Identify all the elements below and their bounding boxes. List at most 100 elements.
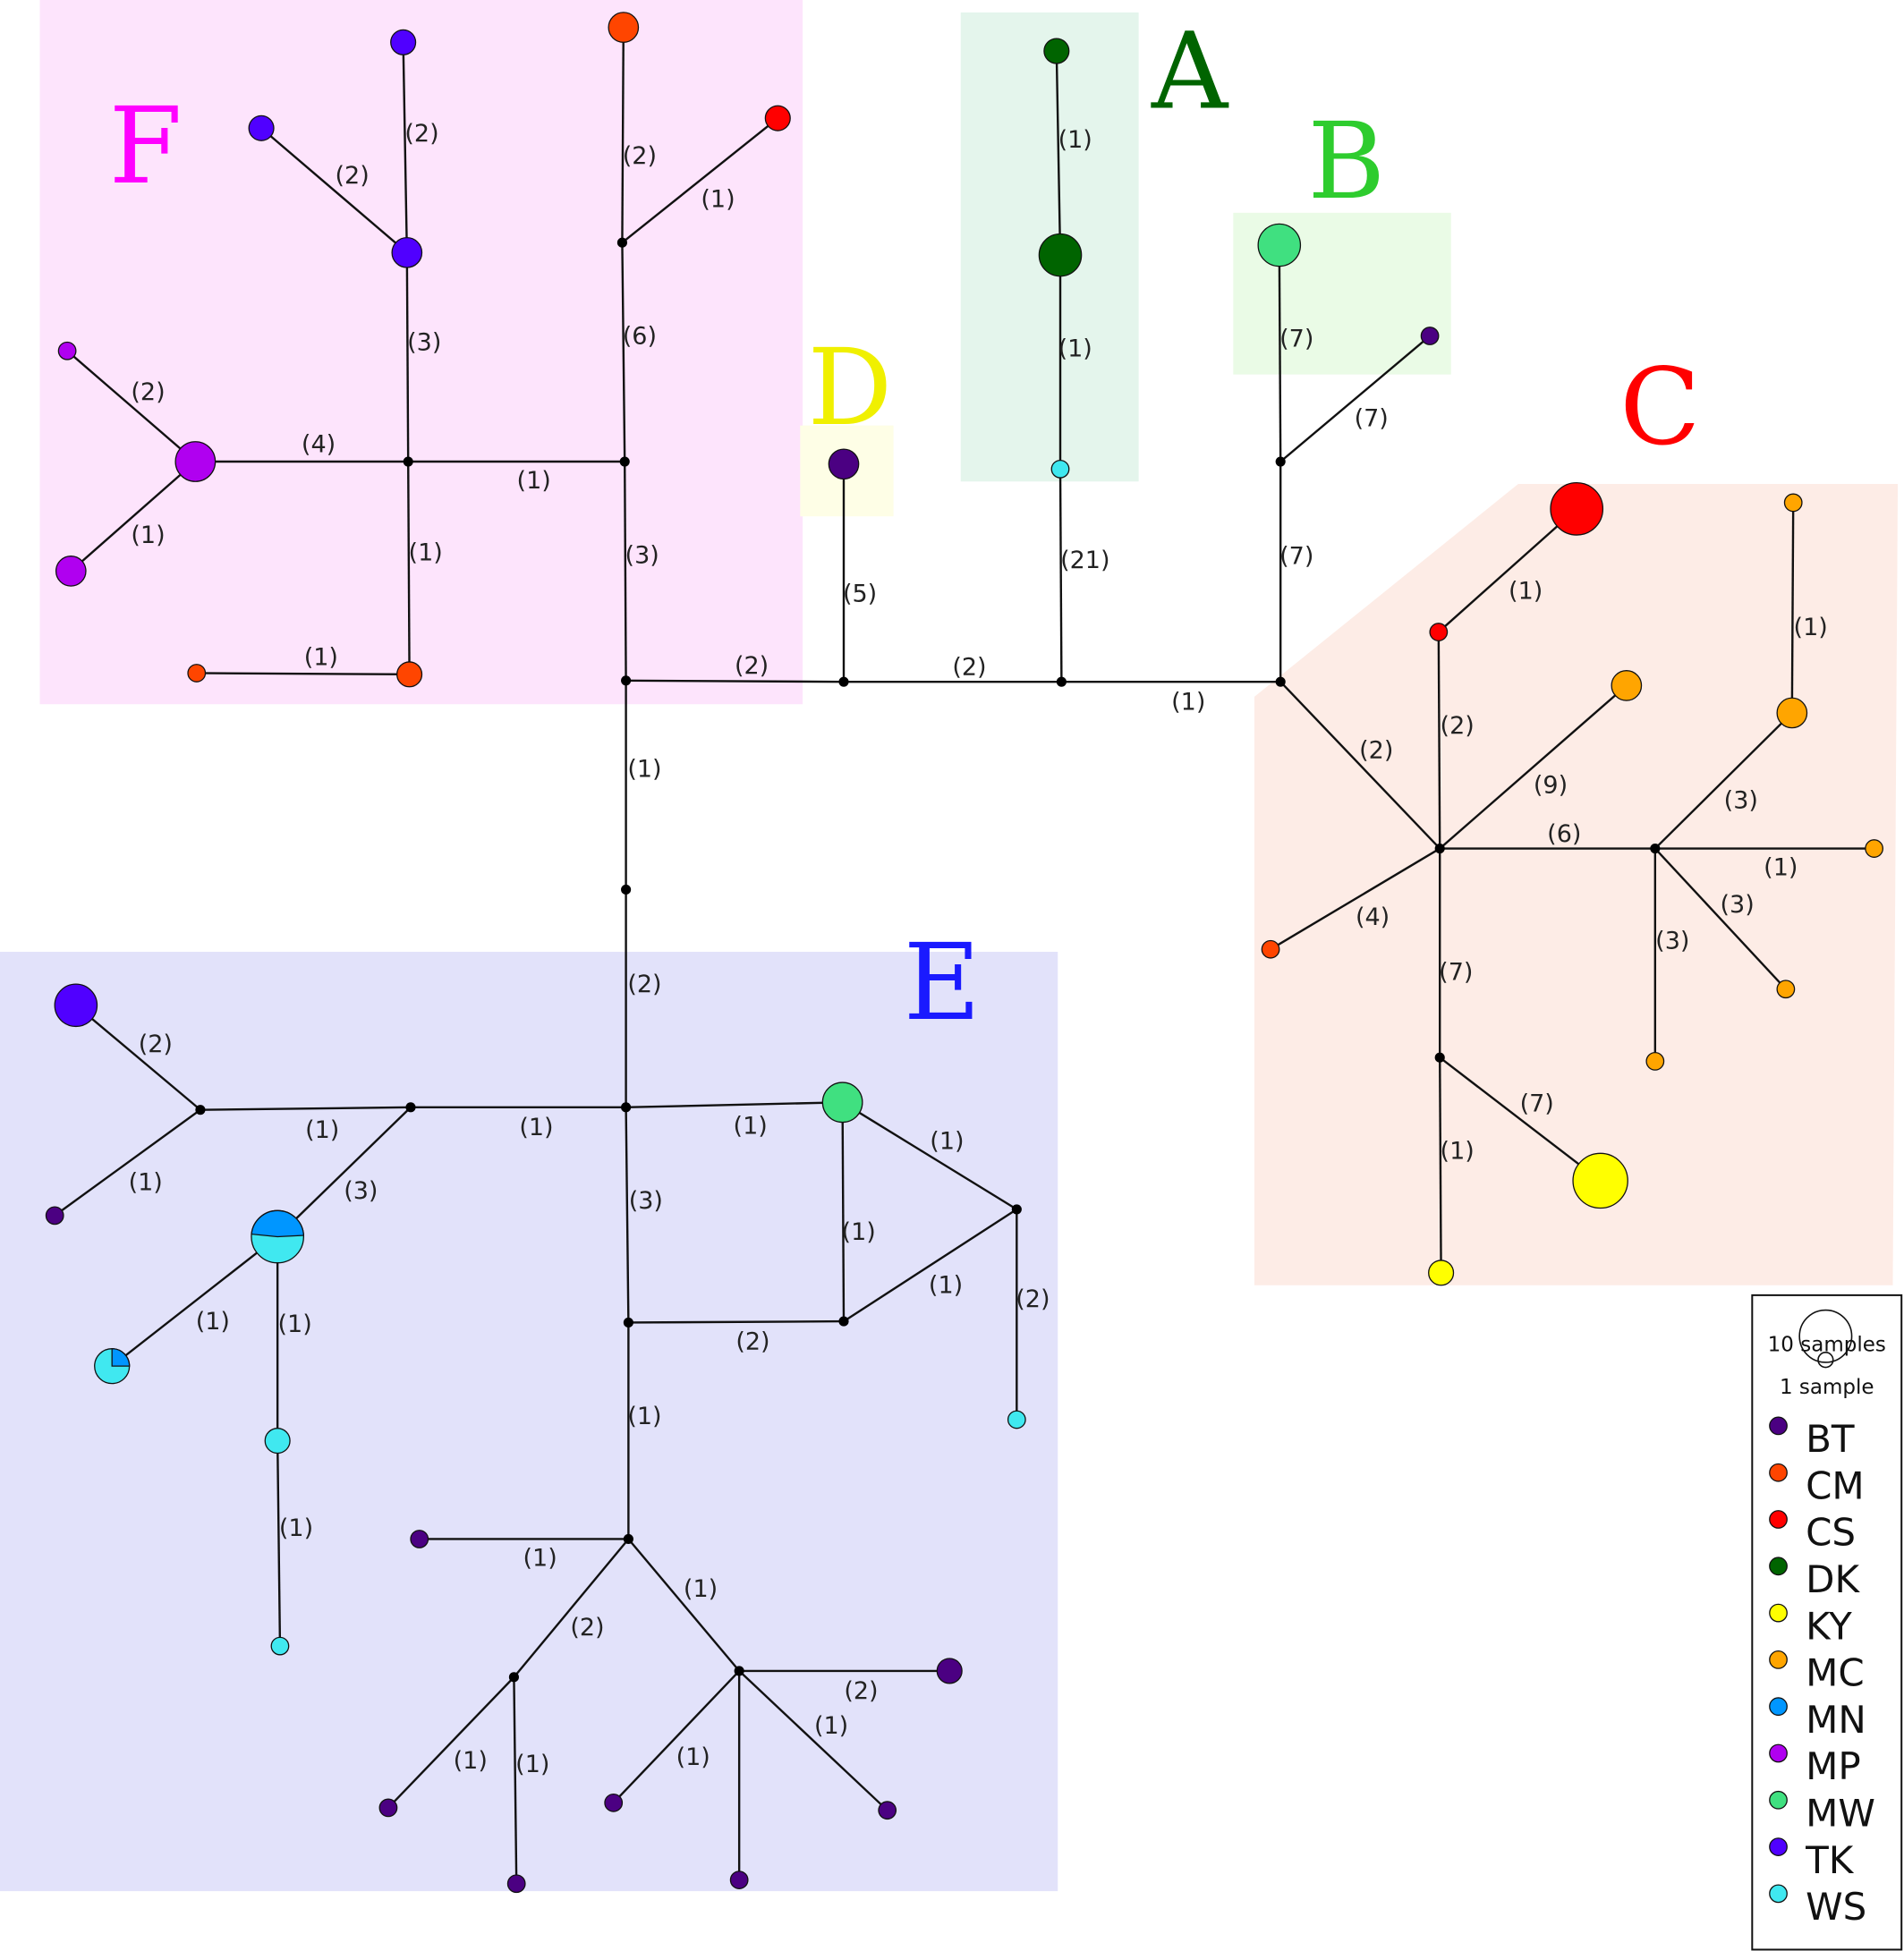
mutation-count-label: (1): [676, 1743, 710, 1771]
haplotype-node-cs: [1429, 623, 1449, 641]
median-vector-node: [621, 675, 632, 686]
edge: [54, 1108, 201, 1217]
haplotype-node-cm: [396, 661, 423, 688]
edge: [260, 127, 408, 254]
mutation-count-label: (1): [929, 1272, 963, 1300]
mutation-count-label: (4): [1356, 903, 1390, 931]
legend-swatch-mw: [1769, 1790, 1788, 1810]
haplotype-node-bt: [936, 1658, 963, 1684]
mutation-count-label: (2): [139, 1031, 173, 1058]
edge: [387, 1676, 515, 1809]
edge: [1437, 632, 1441, 849]
mutation-count-label: (1): [930, 1127, 964, 1155]
haplotype-node-ws: [1007, 1410, 1026, 1429]
haplotype-node-mw: [1257, 223, 1302, 267]
group-label-f: F: [109, 84, 183, 208]
legend-label-mc: MC: [1806, 1651, 1865, 1695]
mutation-count-label: (1): [1794, 614, 1828, 641]
median-vector-node: [508, 1672, 519, 1683]
group-c-panel: [1254, 484, 1899, 1285]
mutation-count-label: (6): [1547, 820, 1581, 848]
legend-size-large-label: 10 samples: [1768, 1333, 1886, 1356]
mutation-count-label: (1): [305, 1116, 339, 1144]
mutation-count-label: (2): [735, 1328, 769, 1355]
legend-label-ws: WS: [1806, 1885, 1866, 1929]
haplotype-node-bt: [878, 1801, 897, 1820]
median-vector-node: [838, 676, 849, 687]
edge: [111, 1235, 278, 1368]
mutation-count-label: (1): [1058, 126, 1092, 154]
median-vector-node: [734, 1666, 744, 1676]
mutation-count-label: (2): [844, 1677, 878, 1705]
mutation-count-label: (6): [623, 323, 657, 351]
haplotype-node-ws: [1050, 459, 1070, 479]
mutation-count-label: (1): [1058, 335, 1092, 362]
haplotype-node-bt: [378, 1798, 398, 1818]
haplotype-node-bt: [828, 448, 860, 480]
edge: [625, 1101, 843, 1109]
mutation-count-label: (4): [302, 431, 336, 459]
mutation-count-label: (1): [684, 1575, 718, 1603]
median-vector-node: [1275, 676, 1286, 687]
mutation-count-label: (2): [952, 653, 986, 681]
mutation-count-label: (7): [1520, 1090, 1554, 1118]
haplotype-node-mp: [57, 341, 77, 361]
median-vector-node: [1434, 1052, 1445, 1063]
edge: [1278, 244, 1282, 462]
median-vector-node: [619, 456, 630, 467]
haplotype-node-mw: [821, 1082, 863, 1124]
legend-label-mn: MN: [1806, 1698, 1866, 1742]
mutation-count-label: (1): [1171, 688, 1205, 716]
edge: [621, 27, 625, 243]
mutation-count-label: (2): [1441, 712, 1475, 740]
haplotype-node-tk: [390, 29, 417, 55]
median-vector-node: [623, 1533, 633, 1545]
mutation-count-label: (2): [1359, 737, 1393, 765]
mutation-count-label: (1): [519, 1114, 553, 1141]
mutation-count-label: (1): [279, 1514, 313, 1542]
legend-label-mw: MW: [1806, 1791, 1875, 1835]
median-vector-node: [1011, 1204, 1022, 1215]
mutation-count-label: (1): [734, 1113, 768, 1141]
haplotype-node-mp: [174, 441, 217, 482]
edge: [1270, 847, 1441, 951]
legend-swatch-mc: [1769, 1650, 1788, 1669]
edge: [841, 1101, 1017, 1210]
haplotype-node-bt: [506, 1874, 526, 1894]
mutation-count-label: (9): [1534, 772, 1568, 800]
edge: [738, 1670, 888, 1811]
haplotype-node-ky: [1428, 1260, 1455, 1286]
mutation-count-label: (3): [344, 1177, 378, 1205]
mutation-count-label: (1): [454, 1747, 488, 1775]
legend-swatch-cm: [1769, 1463, 1788, 1482]
mutation-count-label: (3): [1721, 891, 1755, 919]
haplotype-node-bt: [45, 1206, 64, 1226]
mutation-count-label: (2): [570, 1614, 604, 1641]
legend-label-cm: CM: [1806, 1463, 1865, 1507]
edge: [276, 1440, 282, 1647]
haplotype-node-cm: [608, 12, 640, 43]
mutation-count-label: (1): [1441, 1138, 1475, 1166]
legend-size-small-circle: [1817, 1352, 1834, 1369]
legend-size-large-circle: [1798, 1309, 1853, 1363]
mutation-count-label: (1): [196, 1308, 230, 1336]
mutation-count-label: (2): [335, 162, 369, 190]
median-vector-node: [403, 456, 413, 467]
haplotype-node-cm: [1261, 939, 1280, 959]
mutation-count-label: (5): [843, 580, 877, 607]
haplotype-node-bt: [604, 1793, 624, 1812]
legend-swatch-tk: [1769, 1837, 1788, 1856]
edge: [1438, 507, 1578, 633]
mutation-count-label: (2): [404, 120, 438, 148]
mutation-count-label: (1): [129, 1168, 163, 1196]
haplotype-node-mc: [1776, 980, 1796, 999]
edge: [70, 461, 197, 573]
group-label-d: D: [808, 326, 893, 449]
median-vector-node: [621, 884, 632, 895]
haplotype-node-dk: [1043, 38, 1070, 64]
legend-label-tk: TK: [1805, 1838, 1855, 1882]
haplotype-node-bt: [410, 1530, 429, 1548]
legend-label-dk: DK: [1806, 1557, 1860, 1601]
